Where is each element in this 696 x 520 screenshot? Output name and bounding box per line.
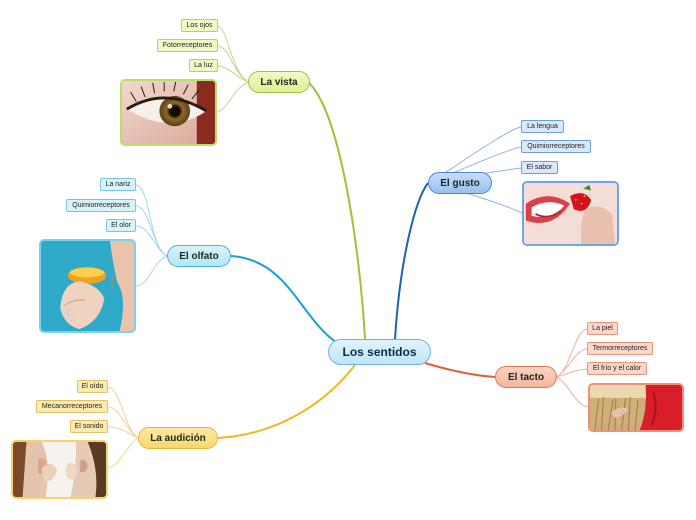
tacto-item-piel[interactable]: La piel	[587, 322, 618, 335]
link-audicion	[217, 364, 356, 439]
vista-item-ojos[interactable]: Los ojos	[181, 19, 218, 32]
tacto-item-termorreceptores[interactable]: Termorreceptores	[587, 342, 653, 355]
gusto-item-quimiorreceptores[interactable]: Quimiorreceptores	[521, 140, 591, 153]
gusto-item-lengua[interactable]: La lengua	[521, 120, 564, 133]
branch-audicion[interactable]: La audición	[138, 427, 218, 449]
olfato-item-nariz[interactable]: La nariz	[100, 178, 136, 191]
gusto-item-sabor[interactable]: El sabor	[521, 161, 558, 174]
ears-listening-photo	[11, 440, 108, 499]
link-gusto	[394, 182, 429, 340]
branch-gusto[interactable]: El gusto	[428, 172, 492, 194]
tacto-item-frio-calor[interactable]: El frío y el calor	[587, 362, 647, 375]
branch-tacto[interactable]: El tacto	[495, 366, 557, 388]
audicion-item-sonido[interactable]: El sonido	[70, 420, 108, 433]
link-vista	[307, 81, 366, 340]
vista-item-luz[interactable]: La luz	[189, 59, 218, 72]
branch-olfato[interactable]: El olfato	[167, 245, 231, 267]
eye-photo	[120, 79, 217, 146]
audicion-item-oido[interactable]: El oído	[77, 380, 108, 393]
mouth-strawberry-photo	[522, 181, 619, 246]
olfato-item-quimiorreceptores[interactable]: Quimiorreceptores	[66, 199, 136, 212]
link-olfato	[230, 255, 341, 346]
olfato-item-olor[interactable]: El olor	[106, 219, 136, 232]
vista-item-fotorreceptores[interactable]: Fotorreceptores	[157, 39, 218, 52]
audicion-item-mecanorreceptores[interactable]: Mecanorreceptores	[36, 400, 108, 413]
link-tacto	[424, 362, 496, 378]
nose-orange-photo	[39, 239, 136, 333]
hand-wheat-photo	[588, 383, 684, 432]
central-topic[interactable]: Los sentidos	[328, 339, 431, 365]
branch-vista[interactable]: La vista	[248, 71, 310, 93]
